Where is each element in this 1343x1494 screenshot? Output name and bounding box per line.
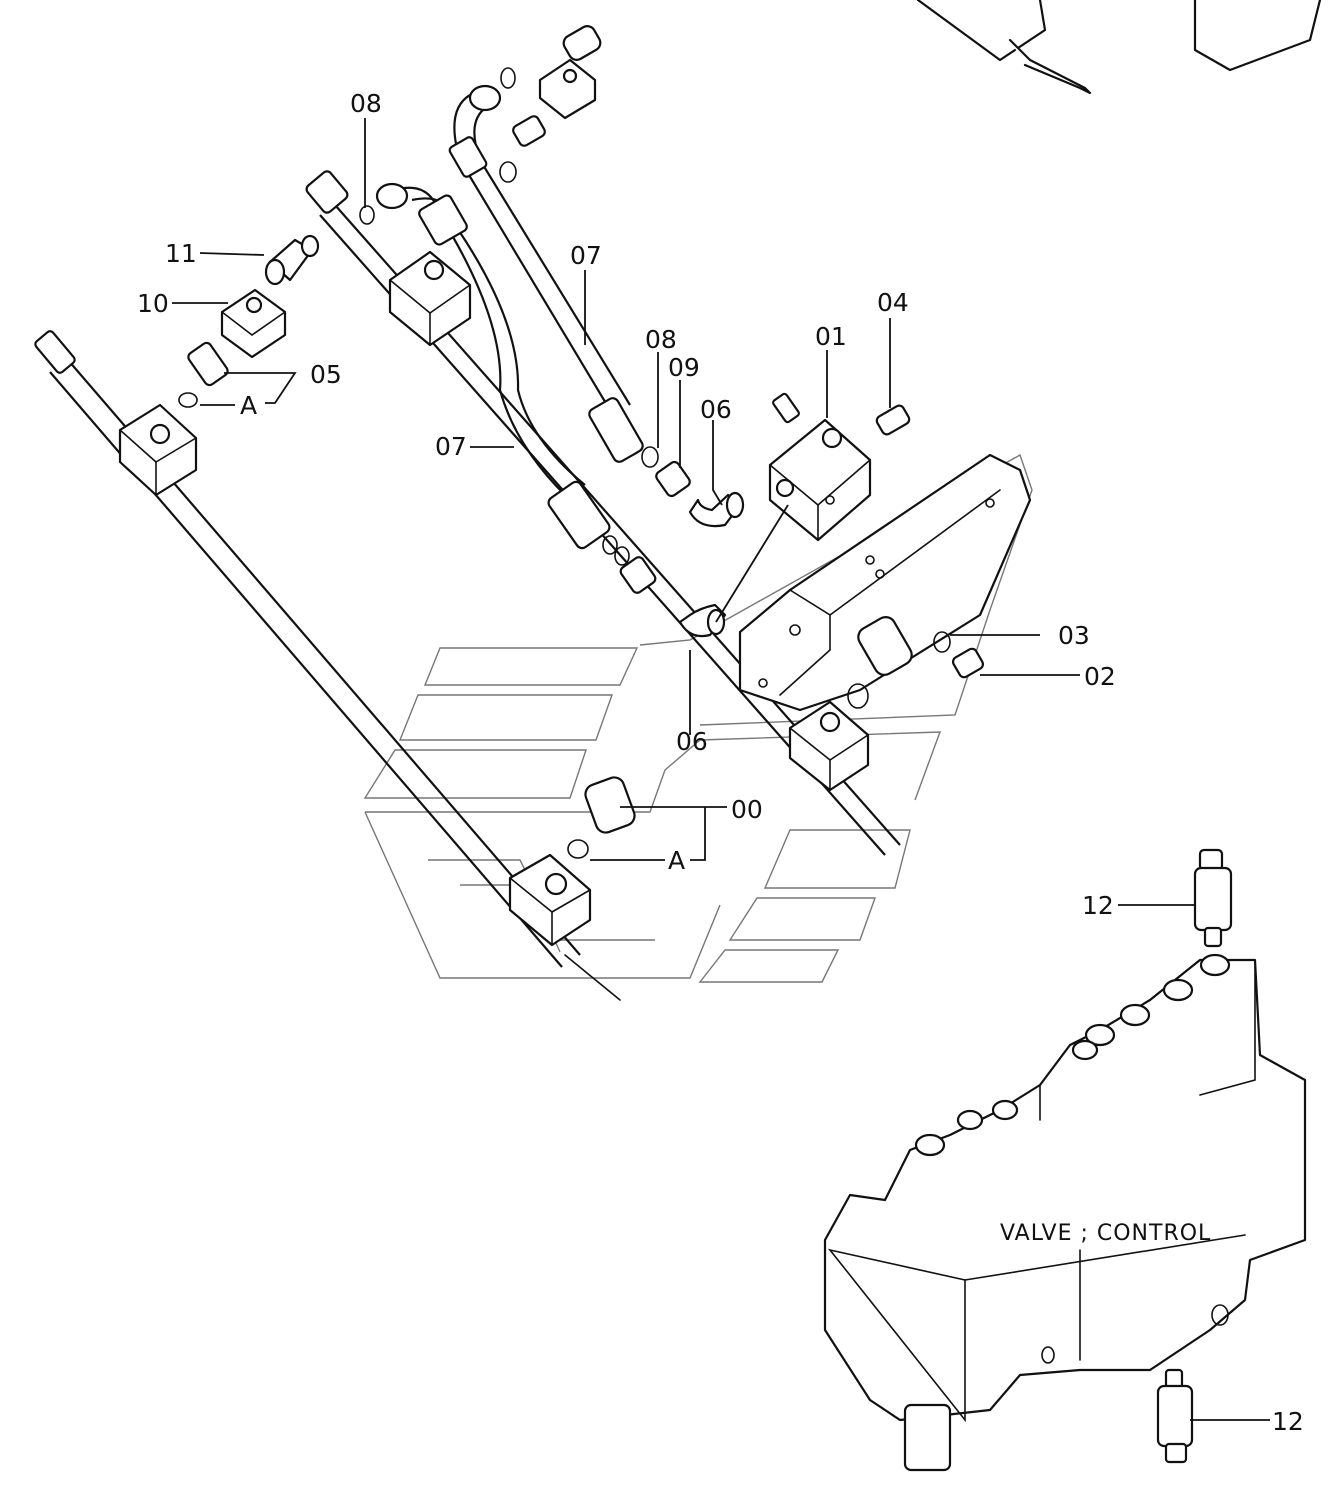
leader-lines <box>172 118 1270 1421</box>
plug-04 <box>875 404 911 436</box>
label-a-lower: A <box>668 846 685 875</box>
valve-block-01 <box>768 392 872 542</box>
plug-02-03 <box>847 616 985 709</box>
connector-block-lower <box>508 853 592 947</box>
top-right-parts <box>916 0 1322 95</box>
relief-valve-12-upper <box>1193 848 1233 948</box>
label-01: 01 <box>815 322 847 351</box>
label-10: 10 <box>137 289 169 318</box>
elbow-11 <box>264 234 320 286</box>
label-05: 05 <box>310 360 342 389</box>
plug-00 <box>567 776 636 859</box>
connector-block-upper-left <box>118 403 198 497</box>
label-07-lower: 07 <box>435 432 467 461</box>
label-00: 00 <box>731 795 763 824</box>
fitting-05 <box>178 341 229 408</box>
middle-pipe <box>305 170 901 856</box>
top-fittings <box>359 25 602 225</box>
label-12-upper: 12 <box>1082 891 1114 920</box>
valve-caption: VALVE ; CONTROL <box>1000 1221 1211 1246</box>
label-06-lower: 06 <box>676 727 708 756</box>
label-11: 11 <box>165 239 197 268</box>
label-12-lower: 12 <box>1272 1407 1304 1436</box>
control-valve-body <box>823 953 1307 1472</box>
label-07-upper: 07 <box>570 241 602 270</box>
label-08: 08 <box>350 89 382 118</box>
label-08-right: 08 <box>645 325 677 354</box>
label-03: 03 <box>1058 621 1090 650</box>
label-02: 02 <box>1084 662 1116 691</box>
relief-valve-12-lower <box>1156 1368 1194 1464</box>
label-a: A <box>240 391 257 420</box>
block-10 <box>220 288 287 359</box>
label-04: 04 <box>877 288 909 317</box>
label-06-upper: 06 <box>700 395 732 424</box>
label-09: 09 <box>668 353 700 382</box>
hose-07-upper <box>448 84 644 463</box>
part-labels: 08 11 10 05 A 07 08 09 06 01 04 07 03 02… <box>137 89 1304 1436</box>
fittings-08-09-06 <box>602 446 745 638</box>
hose-07-lower <box>375 182 611 550</box>
bracket-plate <box>738 453 1032 712</box>
